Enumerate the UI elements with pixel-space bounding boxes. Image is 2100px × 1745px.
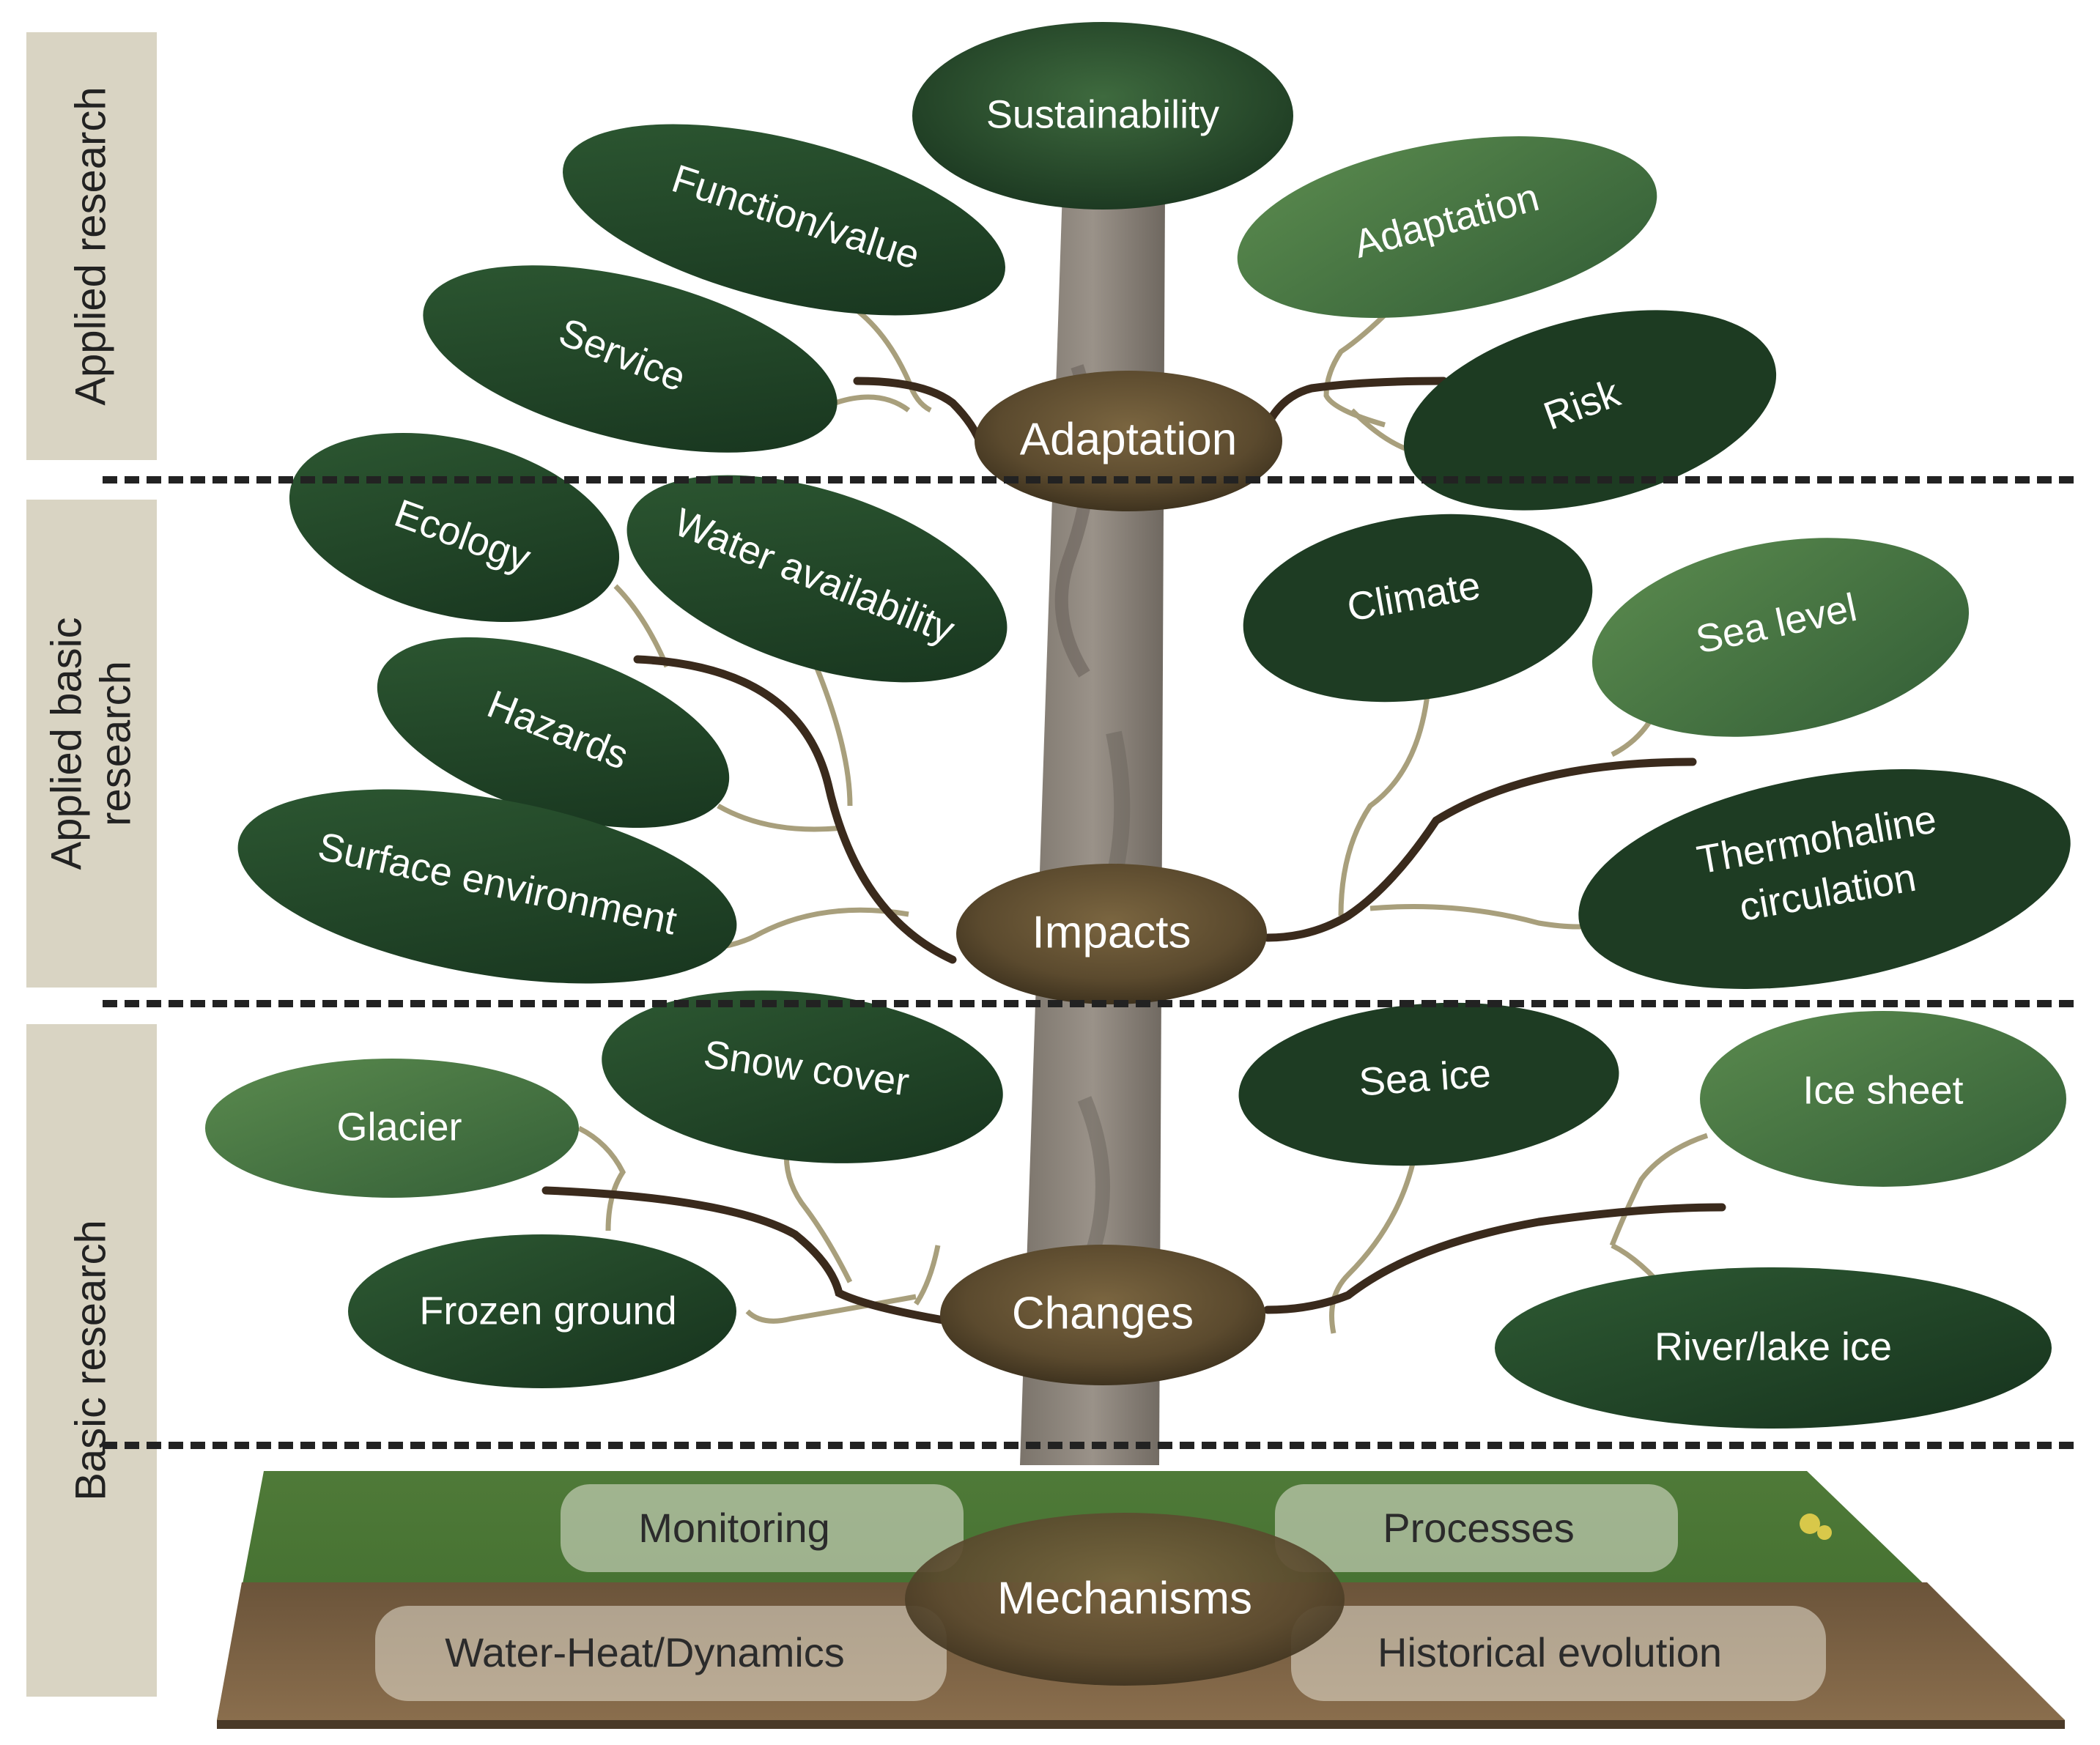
node-changes: Changes [940,1245,1265,1385]
divider-applied [103,476,2074,484]
leaf-adaptation: Adaptation [1237,136,1657,318]
ground-box-water-heat: Water-Heat/Dynamics [375,1606,947,1701]
divider-basic [103,1442,2074,1449]
leaf-climate: Climate [1243,514,1593,703]
leaf-surface-environment: Surface environment [237,789,737,984]
leaf-sea-ice: Sea ice [1238,1002,1619,1166]
leaf-ecology: Ecology [289,432,620,623]
svg-text:Frozen ground: Frozen ground [419,1289,676,1333]
svg-text:River/lake ice: River/lake ice [1655,1325,1892,1368]
leaf-risk: Risk [1403,310,1777,511]
svg-text:Sustainability: Sustainability [986,92,1219,136]
svg-text:Impacts: Impacts [1032,907,1191,957]
twigs [577,290,1709,1334]
leaf-function-value: Function/value [563,124,1005,316]
leaf-frozen-ground: Frozen ground [348,1234,736,1388]
main-branches [541,377,1726,1327]
svg-text:Mechanisms: Mechanisms [997,1573,1252,1623]
leaf-hazards: Hazards [377,637,730,829]
leaf-ice-sheet: Ice sheet [1700,1011,2066,1187]
svg-text:Glacier: Glacier [336,1105,462,1149]
leaf-thermohaline-circulation: Thermohaline circulation [1578,769,2071,989]
svg-text:Adaptation: Adaptation [1020,414,1237,464]
divider-applied-basic [103,1000,2074,1007]
svg-text:Monitoring: Monitoring [638,1505,829,1551]
ground-box-historical: Historical evolution [1291,1606,1826,1701]
side-panel-applied-research: Applied research [26,32,157,460]
leaf-water-availability: Water availability [626,475,1008,683]
leaf-sea-level: Sea level [1591,538,1970,737]
leaf-glacier: Glacier [205,1059,579,1198]
side-panel-basic-research: Basic research [26,1024,157,1697]
leaf-river-lake-ice: River/lake ice [1495,1267,2052,1429]
node-impacts: Impacts [956,864,1267,1004]
leaf-snow-cover: Snow cover [602,990,1003,1163]
node-sustainability: Sustainability [912,22,1293,210]
ground-box-processes: Processes [1275,1484,1678,1572]
node-mechanisms: Mechanisms [905,1513,1345,1686]
svg-text:Ice sheet: Ice sheet [1803,1068,1963,1112]
side-panel-applied-basic-research: Applied basic research [26,500,157,988]
leaf-service: Service [423,265,838,453]
svg-text:Processes: Processes [1383,1505,1574,1551]
svg-text:Changes: Changes [1012,1288,1194,1338]
svg-text:Historical evolution: Historical evolution [1378,1629,1722,1675]
node-adaptation: Adaptation [975,371,1282,511]
svg-text:Water-Heat/Dynamics: Water-Heat/Dynamics [445,1629,845,1675]
svg-text:Sea ice: Sea ice [1358,1051,1493,1104]
ground-box-monitoring: Monitoring [561,1484,964,1572]
